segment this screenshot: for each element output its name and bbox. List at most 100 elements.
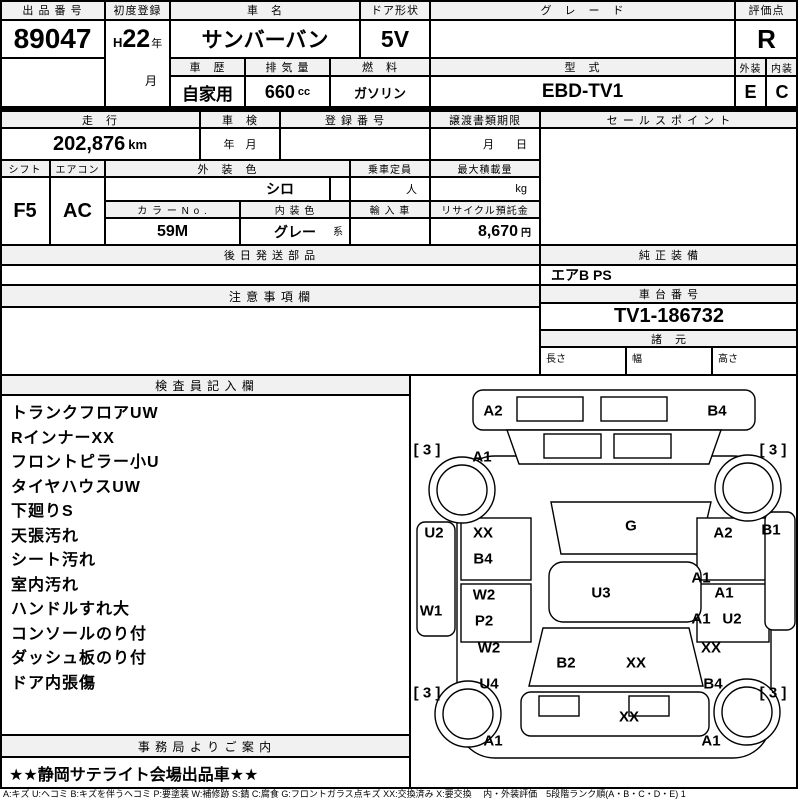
max-load-label: 最大積載量 (430, 160, 540, 177)
left-rear-panel (460, 583, 532, 643)
registration-number-label: 登 録 番 号 (280, 111, 430, 128)
color-number-value: 59M (105, 218, 240, 245)
mileage-label: 走 行 (0, 111, 200, 128)
spec-label: 諸 元 (540, 330, 798, 347)
right-side-strip (764, 511, 796, 631)
inspection-value: 年 月 (200, 128, 280, 160)
notes-value (0, 307, 540, 375)
damage-marker: B4 (707, 402, 727, 420)
bumper-grille-left (538, 695, 580, 717)
grade-value (430, 20, 735, 58)
inspection-note: RインナーXX (11, 429, 115, 447)
damage-marker: [ 3 ] (413, 441, 441, 459)
inspection-note: トランクフロアUW (11, 405, 159, 422)
left-front-panel (460, 517, 532, 581)
damage-marker: B4 (473, 550, 493, 568)
spec-height-cell: 高さ (712, 347, 798, 375)
first-registration-label: 初度登録 (105, 0, 170, 20)
first-registration-value: H 22 年 月 (105, 20, 170, 108)
fuel-label: 燃 料 (330, 58, 430, 76)
auction-number-value: 89047 (0, 20, 105, 58)
interior-grade-value: C (766, 76, 798, 108)
auction-number-label: 出 品 番 号 (0, 0, 105, 20)
damage-marker: W2 (477, 639, 501, 657)
inspection-note: シート汚れ (11, 552, 97, 569)
rear-window-left (516, 396, 584, 422)
car-name-label: 車 名 (170, 0, 360, 20)
recycle-deposit-value: 8,670 円 (430, 218, 540, 245)
interior-color-value: グレー 系 (240, 218, 350, 245)
inspection-note: 室内汚れ (11, 576, 80, 594)
front-section (528, 627, 704, 687)
color-number-label: カ ラ ー N o . (105, 201, 240, 218)
office-notice-label: 事 務 局 よ り ご 案 内 (0, 735, 410, 757)
inspection-note: ハンドルすれ大 (11, 601, 131, 618)
recycle-deposit-unit: 円 (521, 228, 531, 239)
inspector-notes-list: トランクフロアUW RインナーXX フロントピラー小U タイヤハウスUW 下廻りS 天張汚… (0, 395, 410, 735)
shift-value: F5 (0, 177, 50, 245)
exterior-grade-value: E (735, 76, 766, 108)
hatch-window-right (613, 433, 672, 459)
damage-marker: W2 (472, 586, 496, 604)
car-outline-svg (416, 389, 796, 759)
displacement-unit: cc (297, 86, 311, 98)
year-suffix: 年 (151, 38, 163, 50)
damage-marker: A2 (713, 524, 733, 542)
mileage-value: 202,876 km (0, 128, 200, 160)
inspection-note: ダッシュ板のり付 (11, 650, 148, 667)
recycle-deposit-number: 8,670 (477, 222, 518, 240)
damage-marker: [ 3 ] (759, 684, 787, 702)
spec-width-cell: 幅 (626, 347, 712, 375)
inspection-label: 車 検 (200, 111, 280, 128)
damage-marker: [ 3 ] (759, 441, 787, 459)
import-car-value (350, 218, 430, 245)
damage-marker: A1 (714, 584, 734, 602)
exterior-color-label: 外 装 色 (105, 160, 350, 177)
era-letter: H (113, 35, 123, 50)
inspection-note: 下廻りS (11, 503, 74, 520)
damage-marker: U3 (591, 584, 611, 602)
fuel-value: ガソリン (330, 76, 430, 108)
car-history-value: 自家用 (170, 76, 245, 108)
displacement-number: 660 (264, 81, 295, 102)
max-load-value: kg (430, 177, 540, 201)
inspection-note: フロントピラー小U (11, 454, 160, 471)
inspection-note: コンソールのり付 (11, 625, 148, 643)
interior-color-suffix: 系 (333, 227, 343, 238)
damage-marker: W1 (419, 602, 443, 620)
inspection-note: 天張汚れ (11, 527, 80, 545)
later-shipped-parts-label: 後 日 発 送 部 品 (0, 245, 540, 265)
spec-length-cell: 長さ (540, 347, 626, 375)
model-code-label: 型 式 (430, 58, 735, 76)
interior-color-label: 内 装 色 (240, 201, 350, 218)
recycle-deposit-label: リサイクル預託金 (430, 201, 540, 218)
aircon-label: エアコン (50, 160, 105, 177)
displacement-value: 660 cc (245, 76, 330, 108)
mileage-unit: km (128, 136, 148, 152)
registration-number-value (280, 128, 430, 160)
inspection-note: ドア内張傷 (11, 674, 97, 692)
score-label: 評価点 (735, 0, 798, 20)
sales-point-value (540, 128, 798, 245)
inspection-note: タイヤハウスUW (11, 478, 141, 496)
damage-marker: B2 (556, 654, 576, 672)
import-car-label: 輸 入 車 (350, 201, 430, 218)
first-registration-year: 22 (122, 25, 151, 53)
damage-marker: B1 (761, 521, 781, 539)
model-code-value: EBD-TV1 (430, 76, 735, 108)
inspector-notes-label: 検 査 員 記 入 欄 (0, 375, 410, 395)
interior-color-name: グレー (274, 223, 316, 240)
sales-point-label: セ ー ル ス ポ イ ン ト (540, 111, 798, 128)
damage-marker: U2 (722, 610, 742, 628)
car-history-label: 車 歴 (170, 58, 245, 76)
damage-marker: A1 (483, 732, 503, 750)
damage-marker: XX (618, 708, 640, 726)
damage-marker: [ 3 ] (413, 684, 441, 702)
car-name-value: サンバーバン (170, 20, 360, 58)
later-shipped-parts-value (0, 265, 540, 285)
damage-marker: B4 (703, 675, 723, 693)
damage-marker: XX (700, 639, 722, 657)
